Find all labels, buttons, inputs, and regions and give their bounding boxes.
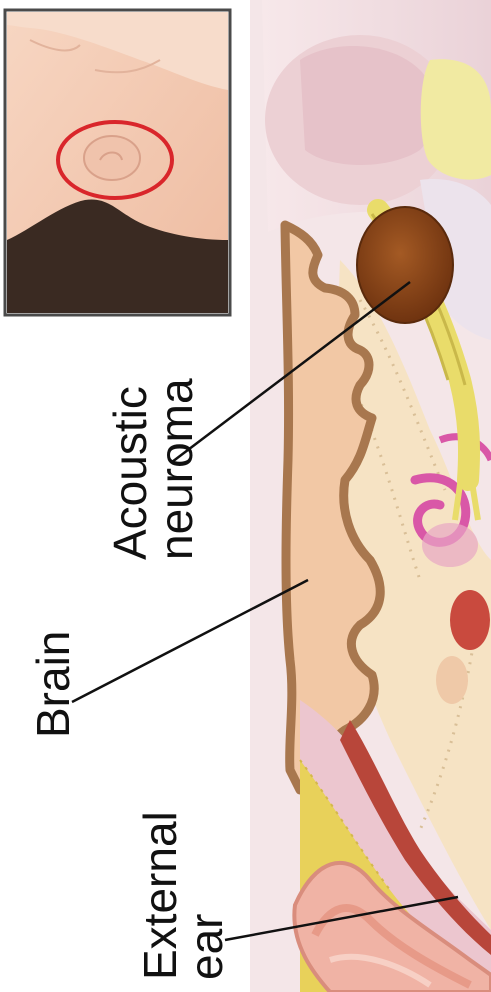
acoustic-neuroma-tumor — [357, 207, 453, 323]
label-external-ear-line1: External — [137, 811, 183, 980]
label-external-ear-line2: ear — [183, 811, 229, 980]
label-acoustic-neuroma-line1: Acoustic — [107, 378, 153, 560]
label-acoustic-neuroma-line2: neuroma — [153, 378, 199, 560]
inset-head-illustration — [5, 10, 230, 315]
label-external-ear: External ear — [137, 811, 229, 980]
label-brain-line1: Brain — [30, 631, 76, 738]
label-acoustic-neuroma: Acoustic neuroma — [107, 378, 199, 560]
label-brain: Brain — [30, 631, 76, 738]
